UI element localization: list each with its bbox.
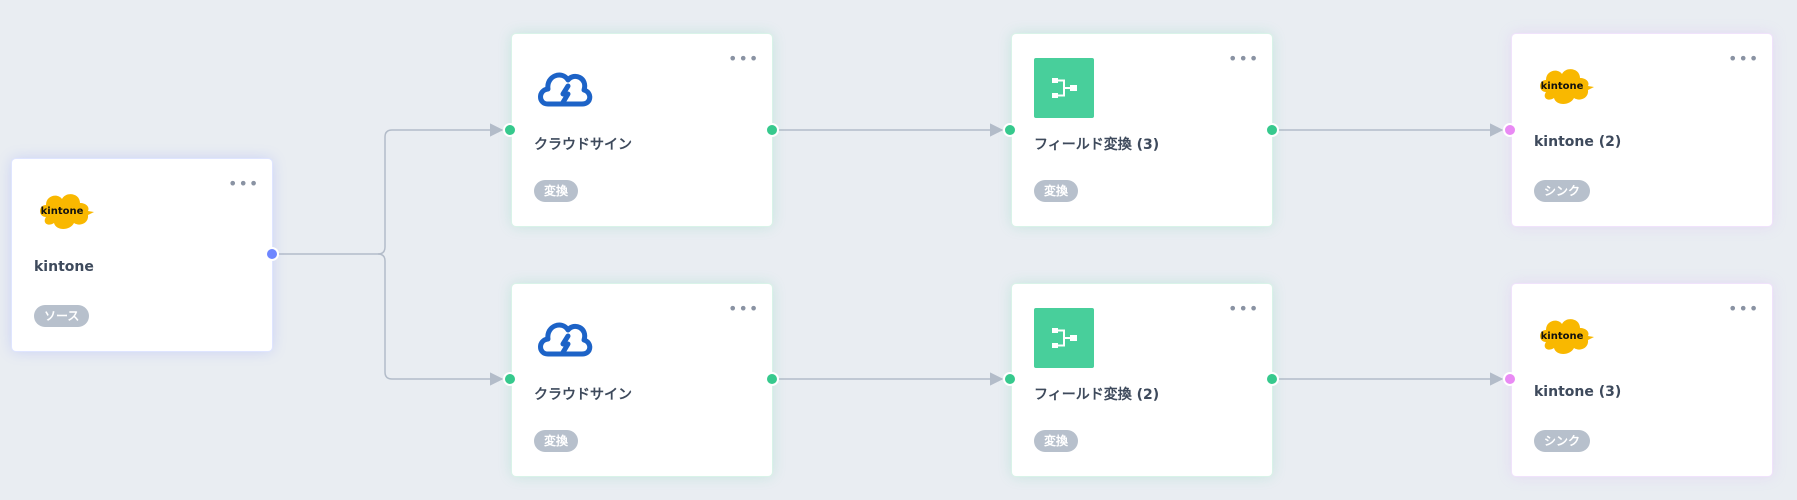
node-menu-button[interactable]: •••: [728, 299, 760, 318]
output-port-source[interactable]: [265, 247, 279, 261]
edge-source-to-cloudsign-1: [272, 123, 504, 255]
node-type-badge: シンク: [1534, 180, 1591, 202]
input-port-kintone-2[interactable]: [1503, 123, 1517, 137]
edge-source-to-cloudsign-2: [377, 253, 504, 386]
node-title: フィールド変換 (3): [1034, 137, 1160, 153]
node-field-transform-2[interactable]: ••• フィールド変換 (2) 変換: [1012, 284, 1272, 476]
kintone-logo-text: kintone: [1541, 331, 1584, 342]
kintone-logo-text: kintone: [1541, 81, 1584, 92]
output-port-cloudsign-1[interactable]: [765, 123, 779, 137]
node-kintone-2[interactable]: ••• kintone kintone (2) シンク: [1512, 34, 1772, 226]
kintone-logo-icon: kintone: [40, 194, 94, 229]
node-type-badge: 変換: [534, 180, 579, 202]
field-transform-icon: [1034, 308, 1094, 368]
input-port-kintone-3[interactable]: [1503, 372, 1517, 386]
kintone-logo-icon: kintone: [1540, 319, 1594, 354]
node-type-badge: 変換: [534, 430, 579, 452]
node-type-badge: ソース: [34, 305, 90, 327]
node-menu-button[interactable]: •••: [1228, 299, 1260, 318]
output-port-cloudsign-2[interactable]: [765, 372, 779, 386]
node-type-badge: シンク: [1534, 430, 1591, 452]
node-menu-button[interactable]: •••: [1228, 49, 1260, 68]
node-cloudsign-2[interactable]: ••• クラウドサイン 変換: [512, 284, 772, 476]
field-transform-icon: [1034, 58, 1094, 118]
cloudsign-icon: [538, 72, 593, 107]
node-type-badge: 変換: [1034, 430, 1079, 452]
node-title: クラウドサイン: [534, 387, 632, 403]
node-kintone-3[interactable]: ••• kintone kintone (3) シンク: [1512, 284, 1772, 476]
node-source-kintone[interactable]: ••• kintone kintone ソース: [12, 159, 272, 351]
kintone-logo-icon: kintone: [1540, 69, 1594, 104]
node-title: kintone: [34, 259, 94, 275]
input-port-field-transform-2[interactable]: [1003, 372, 1017, 386]
node-type-badge: 変換: [1034, 180, 1079, 202]
node-menu-button[interactable]: •••: [228, 174, 260, 193]
input-port-cloudsign-1[interactable]: [503, 123, 517, 137]
input-port-field-transform-3[interactable]: [1003, 123, 1017, 137]
cloudsign-icon: [538, 322, 593, 357]
node-field-transform-3[interactable]: ••• フィールド変換 (3) 変換: [1012, 34, 1272, 226]
node-title: kintone (2): [1534, 134, 1622, 150]
kintone-logo-text: kintone: [41, 206, 84, 217]
output-port-field-transform-3[interactable]: [1265, 123, 1279, 137]
node-cloudsign-1[interactable]: ••• クラウドサイン 変換: [512, 34, 772, 226]
node-menu-button[interactable]: •••: [1728, 299, 1760, 318]
output-port-field-transform-2[interactable]: [1265, 372, 1279, 386]
node-title: フィールド変換 (2): [1034, 387, 1160, 403]
node-title: クラウドサイン: [534, 137, 632, 153]
node-title: kintone (3): [1534, 384, 1622, 400]
input-port-cloudsign-2[interactable]: [503, 372, 517, 386]
node-menu-button[interactable]: •••: [1728, 49, 1760, 68]
node-menu-button[interactable]: •••: [728, 49, 760, 68]
